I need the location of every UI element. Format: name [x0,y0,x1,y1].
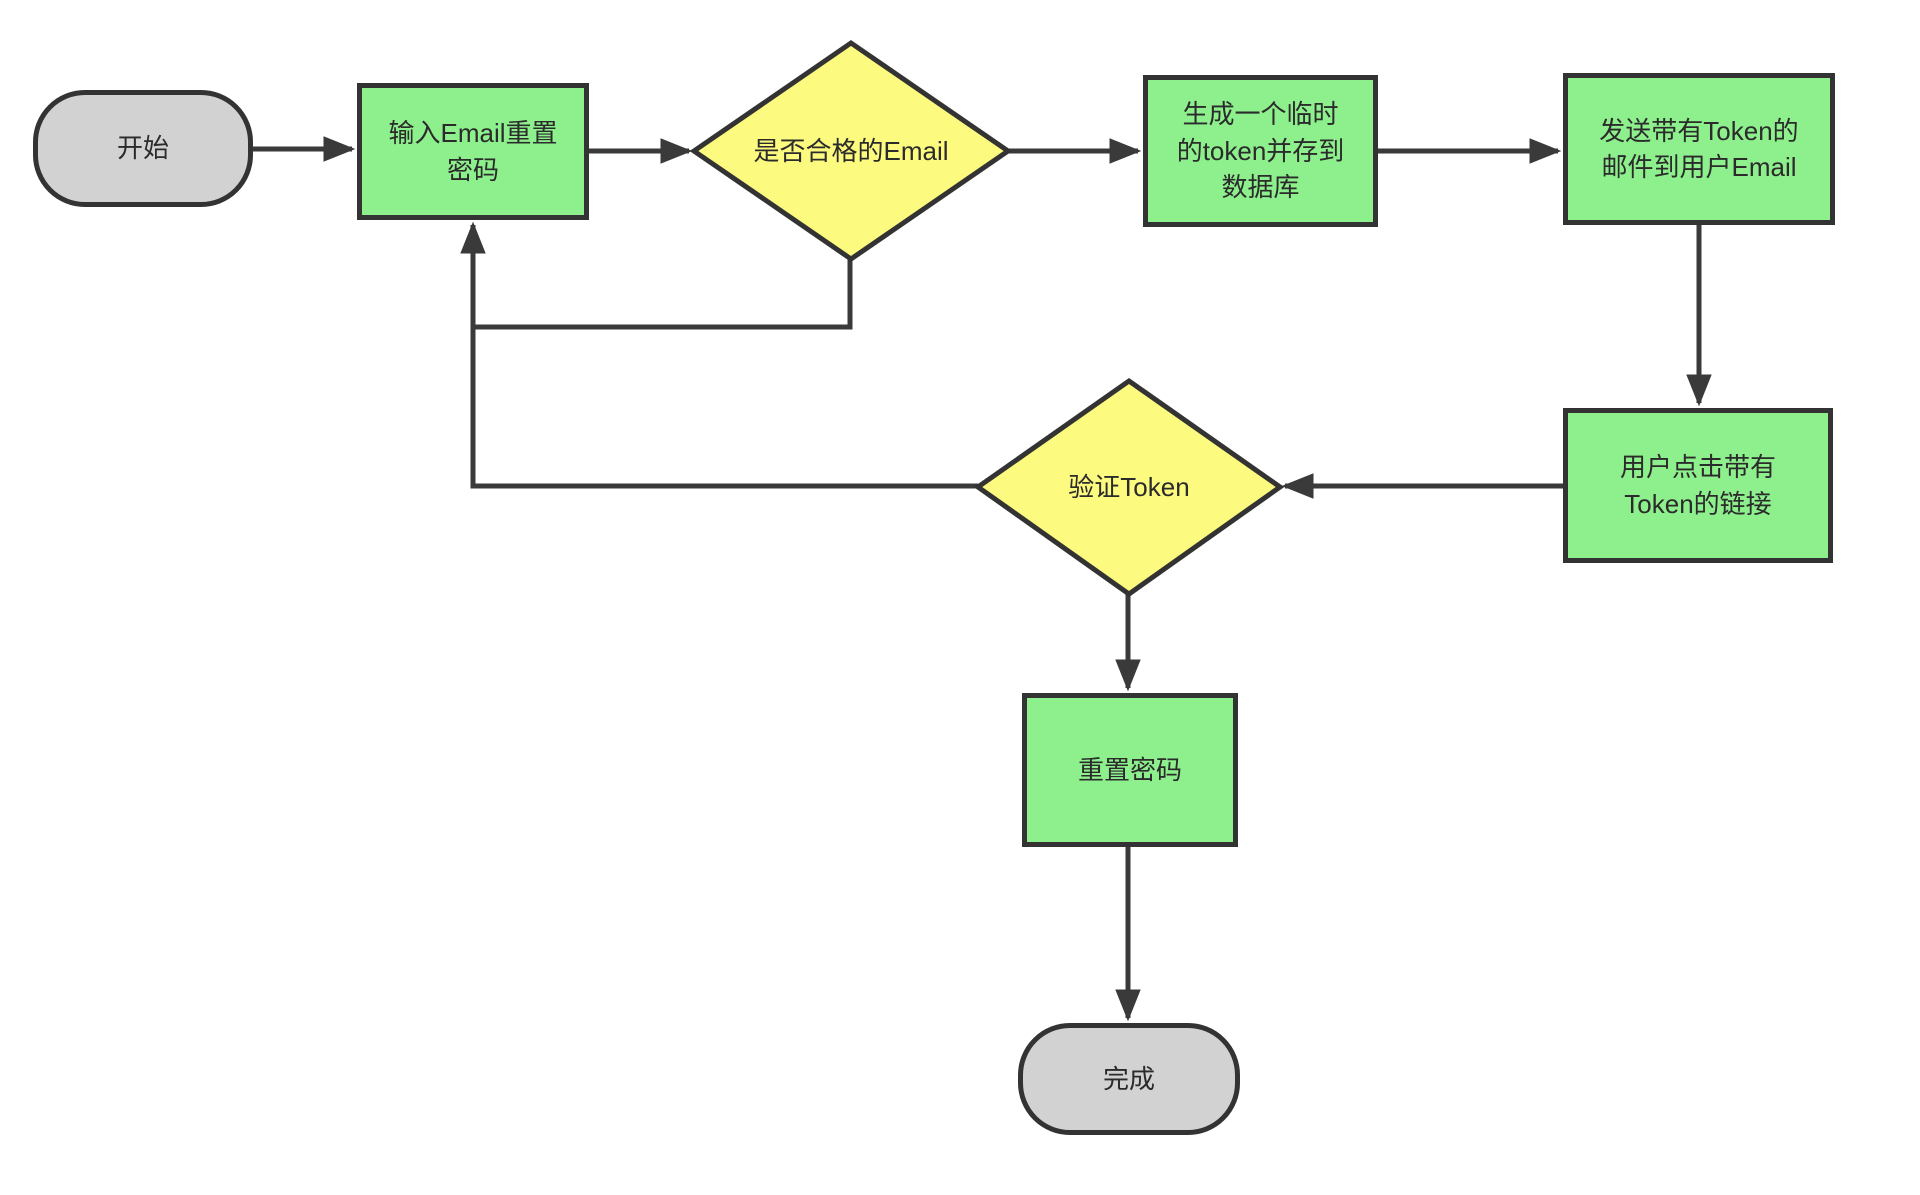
node-enter-email[interactable]: 输入Email重置 密码 [357,83,589,220]
node-reset-password[interactable]: 重置密码 [1022,693,1238,847]
node-start[interactable]: 开始 [33,90,253,207]
node-verify-token-decision[interactable] [973,377,1285,598]
node-click-link[interactable]: 用户点击带有 Token的链接 [1563,408,1833,563]
node-done[interactable]: 完成 [1018,1023,1240,1135]
edge-email-valid-feedback-to-enter-email [475,259,853,330]
node-click-link-label: 用户点击带有 Token的链接 [1619,452,1776,519]
node-generate-token[interactable]: 生成一个临时 的token并存到 数据库 [1143,75,1378,227]
node-send-email-label: 发送带有Token的 邮件到用户Email [1599,115,1799,182]
node-done-label: 完成 [1102,1063,1155,1094]
node-generate-token-label: 生成一个临时 的token并存到 数据库 [1176,99,1345,203]
node-start-label: 开始 [116,133,169,164]
node-email-valid-decision[interactable] [689,39,1013,263]
node-reset-password-label: 重置密码 [1077,754,1182,785]
node-send-email[interactable]: 发送带有Token的 邮件到用户Email [1563,73,1835,225]
edge-verify-token-feedback-to-enter-email [460,221,978,489]
node-enter-email-label: 输入Email重置 密码 [388,118,558,185]
